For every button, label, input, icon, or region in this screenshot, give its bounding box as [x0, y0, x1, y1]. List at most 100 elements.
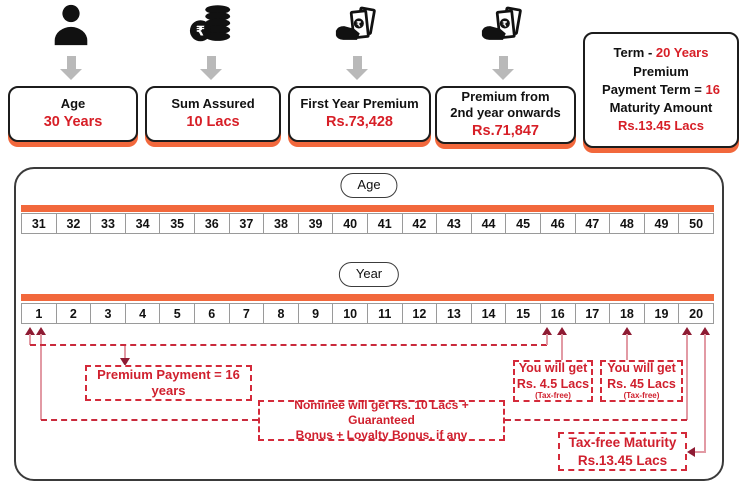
age-accent-bar: [21, 205, 714, 212]
first-year-premium-card: First Year Premium Rs.73,428: [288, 86, 431, 142]
year1-nominee-arrow-icon: [36, 327, 46, 335]
year16-premium-arrow-stem: [546, 334, 548, 345]
maturity-amount-value: Rs.13.45 Lacs: [617, 117, 704, 133]
year-cell: 18: [610, 304, 645, 323]
year1-nominee-arrow-stem: [40, 334, 42, 420]
term-value: 20 Years: [655, 45, 709, 61]
sum-assured-card-value: 10 Lacs: [186, 114, 240, 131]
person-icon: [48, 2, 94, 53]
year-cell: 20: [689, 306, 704, 321]
money-hand-icon: ₹: [335, 6, 379, 55]
term-summary-card: Term - 20 Years Premium Payment Term = 1…: [583, 32, 739, 148]
nominee-line2: Bonus + Loyalty Bonus, if any: [295, 428, 468, 442]
benefit-45-note: (Tax-free): [623, 391, 660, 401]
nominee-note: Nominee will get Rs. 10 Lacs + Guarantee…: [258, 398, 505, 442]
year-cell: 19: [645, 304, 680, 323]
maturity-connector-line: [695, 451, 706, 453]
sum-assured-card-title: Sum Assured: [171, 95, 255, 111]
age-cell: 44: [472, 214, 507, 233]
year-cell: 14: [472, 304, 507, 323]
sum-assured-card: Sum Assured 10 Lacs: [145, 86, 281, 142]
age-cell: 37: [230, 214, 265, 233]
gray-down-arrow: [492, 56, 514, 80]
year20-nominee-arrow-stem: [686, 334, 688, 420]
age-cell: 48: [610, 214, 645, 233]
benefit-45-line1: You will get: [607, 360, 676, 375]
benefit-4-5-lacs-note: You will get Rs. 4.5 Lacs (Tax-free): [513, 360, 593, 402]
maturity-left-arrow-icon: [687, 447, 695, 457]
age-cell: 47: [576, 214, 611, 233]
age-cell: 40: [333, 214, 368, 233]
svg-text:₹: ₹: [356, 20, 361, 29]
maturity-line1: Tax-free Maturity: [568, 434, 677, 450]
money-hand-icon: ₹: [481, 6, 525, 55]
year-cell: 2: [57, 304, 92, 323]
year-cell: 10: [333, 304, 368, 323]
benefit-4-5-line1: You will get: [518, 360, 588, 375]
age-cell: 41: [368, 214, 403, 233]
first-year-premium-card-title: First Year Premium: [300, 95, 419, 111]
age-card: Age 30 Years: [8, 86, 138, 142]
age-cell: 38: [264, 214, 299, 233]
nominee-dashed-line-left: [41, 419, 258, 421]
maturity-line2: Rs.13.45 Lacs: [577, 452, 668, 468]
benefit-45-line2: Rs. 45 Lacs: [607, 376, 676, 391]
svg-text:₹: ₹: [196, 25, 205, 40]
year-cell: 8: [264, 304, 299, 323]
year-cell: 16: [541, 304, 576, 323]
age-cell: 33: [91, 214, 126, 233]
maturity-amount-label: Maturity Amount: [609, 100, 713, 116]
year16-benefit-arrow-icon: [557, 327, 567, 335]
age-cell: 34: [126, 214, 161, 233]
nominee-line1: Nominee will get Rs. 10 Lacs + Guarantee…: [294, 398, 469, 427]
year18-benefit-arrow-icon: [622, 327, 632, 335]
age-cell: 50: [689, 216, 704, 231]
gray-down-arrow: [346, 56, 368, 80]
age-cell: 49: [645, 214, 680, 233]
premium-label-arrow-icon: [120, 358, 130, 366]
year1-premium-arrow-icon: [25, 327, 35, 335]
payment-term-line: Payment Term = 16: [602, 80, 720, 101]
age-cell: 46: [541, 214, 576, 233]
year-cell: 4: [126, 304, 161, 323]
year-cell: 11: [368, 304, 403, 323]
nominee-dashed-line-right: [505, 419, 687, 421]
term-line: Term - 20 Years: [614, 43, 709, 64]
gray-down-arrow: [200, 56, 222, 80]
year1-premium-arrow-stem: [29, 334, 31, 345]
rupee-coins-icon: ₹: [188, 2, 234, 53]
benefit-4-5-note: (Tax-free): [535, 391, 571, 401]
term-label: Term -: [613, 45, 653, 61]
year-cell: 1: [22, 304, 57, 323]
year-cell: 15: [506, 304, 541, 323]
premium-word: Premium: [633, 64, 689, 79]
year-cell: 9: [299, 304, 334, 323]
premium-2nd-year-card-value: Rs.71,847: [472, 123, 539, 140]
year-accent-bar: [21, 294, 714, 301]
gray-down-arrow: [60, 56, 82, 80]
age-cell: 39: [299, 214, 334, 233]
year-cell: 12: [403, 304, 438, 323]
maturity-note: Tax-free Maturity Rs.13.45 Lacs: [558, 432, 687, 471]
payment-term-value: 16: [705, 81, 720, 97]
age-cell: 45: [506, 214, 541, 233]
year-cell: 6: [195, 304, 230, 323]
age-cell: 31: [22, 214, 57, 233]
year-cell: 7: [230, 304, 265, 323]
year-pill: Year: [338, 262, 400, 287]
svg-text:₹: ₹: [502, 20, 507, 29]
year16-premium-arrow-icon: [542, 327, 552, 335]
age-pill: Age: [340, 173, 398, 198]
benefit-45-lacs-note: You will get Rs. 45 Lacs (Tax-free): [600, 360, 683, 402]
payment-term-label: Payment Term =: [602, 81, 702, 97]
year-cell: 13: [437, 304, 472, 323]
first-year-premium-card-value: Rs.73,428: [326, 114, 393, 131]
year16-benefit-arrow-stem: [561, 334, 563, 360]
premium-payment-note: Premium Payment = 16 years: [85, 365, 252, 401]
year-cell: 3: [91, 304, 126, 323]
premium-payment-text: Premium Payment = 16 years: [97, 366, 240, 398]
age-cell: 35: [160, 214, 195, 233]
age-cell: 42: [403, 214, 438, 233]
year18-benefit-arrow-stem: [626, 334, 628, 360]
